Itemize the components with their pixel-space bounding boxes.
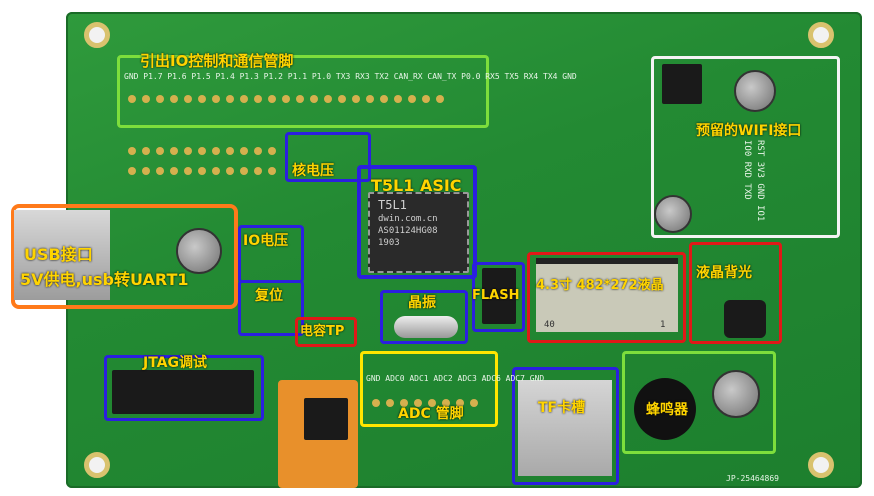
usb-label-line2: 5V供电,usb转UART1 bbox=[20, 270, 189, 289]
io-voltage-label: IO电压 bbox=[243, 233, 289, 249]
fpc-mark-40: 40 bbox=[544, 320, 555, 330]
io-header-pin-row-2 bbox=[128, 140, 368, 159]
backlight-label: 液晶背光 bbox=[696, 265, 752, 281]
io-header-pin-row-3 bbox=[128, 160, 368, 179]
crystal-frame bbox=[380, 290, 468, 344]
wifi-capacitor bbox=[734, 70, 776, 112]
tf-label: TF卡槽 bbox=[538, 400, 586, 416]
backlight-inductor bbox=[724, 300, 766, 338]
touch-controller-chip bbox=[304, 398, 348, 440]
core-voltage-label: 核电压 bbox=[292, 163, 334, 179]
io-header-pin-row-1 bbox=[128, 88, 488, 107]
wifi-pin-list: RST 3V3 GND IO1 IO0 RXD TXD bbox=[742, 140, 766, 224]
mounting-hole-top-left bbox=[84, 22, 110, 48]
wifi-pin-3v3: 3V3 bbox=[755, 161, 765, 184]
asic-marking-4: 1903 bbox=[378, 238, 400, 248]
asic-label: T5L1 ASIC bbox=[371, 176, 462, 195]
reset-label: 复位 bbox=[255, 288, 283, 304]
tf-slot bbox=[518, 380, 612, 476]
lcd-frame bbox=[527, 252, 686, 343]
crystal-component bbox=[394, 316, 458, 338]
io-header-label: 引出IO控制和通信管脚 bbox=[140, 52, 294, 70]
mounting-hole-top-right bbox=[808, 22, 834, 48]
adc-pin-names: GND ADC0 ADC1 ADC2 ADC3 ADC6 ADC7 GND bbox=[366, 374, 545, 383]
lcd-fpc-connector bbox=[536, 258, 678, 332]
buzzer-component bbox=[634, 378, 696, 440]
buzzer-capacitor bbox=[712, 370, 760, 418]
wifi-regulator bbox=[662, 64, 702, 104]
wifi-pin-io0: IO0 bbox=[742, 140, 752, 162]
touch-label: 电容TP bbox=[300, 324, 345, 339]
wifi-pin-gnd: GND bbox=[755, 183, 765, 206]
wifi-pin-io1: IO1 bbox=[755, 205, 765, 222]
touch-frame bbox=[295, 317, 357, 347]
asic-marking-3: AS01124HG08 bbox=[378, 226, 438, 236]
flash-chip bbox=[482, 268, 516, 324]
mounting-hole-bottom-left bbox=[84, 452, 110, 478]
wifi-pin-rxd: RXD bbox=[742, 161, 752, 184]
lcd-label: 4.3寸 482*272液晶 bbox=[536, 278, 664, 293]
pcb-code: JP-25464869 bbox=[726, 474, 779, 483]
buzzer-frame bbox=[622, 351, 776, 454]
reset-frame bbox=[238, 280, 304, 336]
adc-pin-row bbox=[372, 392, 502, 411]
wifi-pin-txd: TXD bbox=[742, 183, 752, 200]
asic-chip bbox=[368, 192, 469, 273]
usb-frame bbox=[11, 204, 238, 309]
adc-label: ADC 管脚 bbox=[398, 406, 464, 422]
flash-frame bbox=[472, 262, 525, 332]
core-voltage-frame bbox=[285, 132, 371, 182]
usb-connector bbox=[14, 210, 110, 300]
usb-capacitor bbox=[176, 228, 222, 274]
adc-frame bbox=[360, 351, 498, 427]
fpc-mark-1: 1 bbox=[660, 320, 666, 330]
wifi-label: 预留的WIFI接口 bbox=[696, 123, 802, 139]
asic-marking-1: T5L1 bbox=[378, 198, 407, 212]
backlight-frame bbox=[689, 242, 782, 344]
io-header-frame bbox=[117, 55, 489, 128]
wifi-capacitor-2 bbox=[654, 195, 692, 233]
crystal-label: 晶振 bbox=[408, 295, 436, 311]
io-header-pin-names: GND P1.7 P1.6 P1.5 P1.4 P1.3 P1.2 P1.1 P… bbox=[124, 72, 577, 81]
usb-label-line1: USB接口 bbox=[24, 245, 93, 264]
asic-frame bbox=[357, 165, 477, 279]
flash-label: FLASH bbox=[472, 288, 520, 303]
jtag-frame bbox=[104, 355, 264, 421]
tf-frame bbox=[512, 367, 619, 485]
jtag-label: JTAG调试 bbox=[143, 355, 207, 371]
mounting-hole-bottom-right bbox=[808, 452, 834, 478]
wifi-pin-rst: RST bbox=[755, 140, 765, 162]
wifi-frame bbox=[651, 56, 840, 238]
asic-marking-2: dwin.com.cn bbox=[378, 214, 438, 224]
buzzer-label: 蜂鸣器 bbox=[646, 402, 688, 418]
jtag-connector bbox=[112, 370, 254, 414]
